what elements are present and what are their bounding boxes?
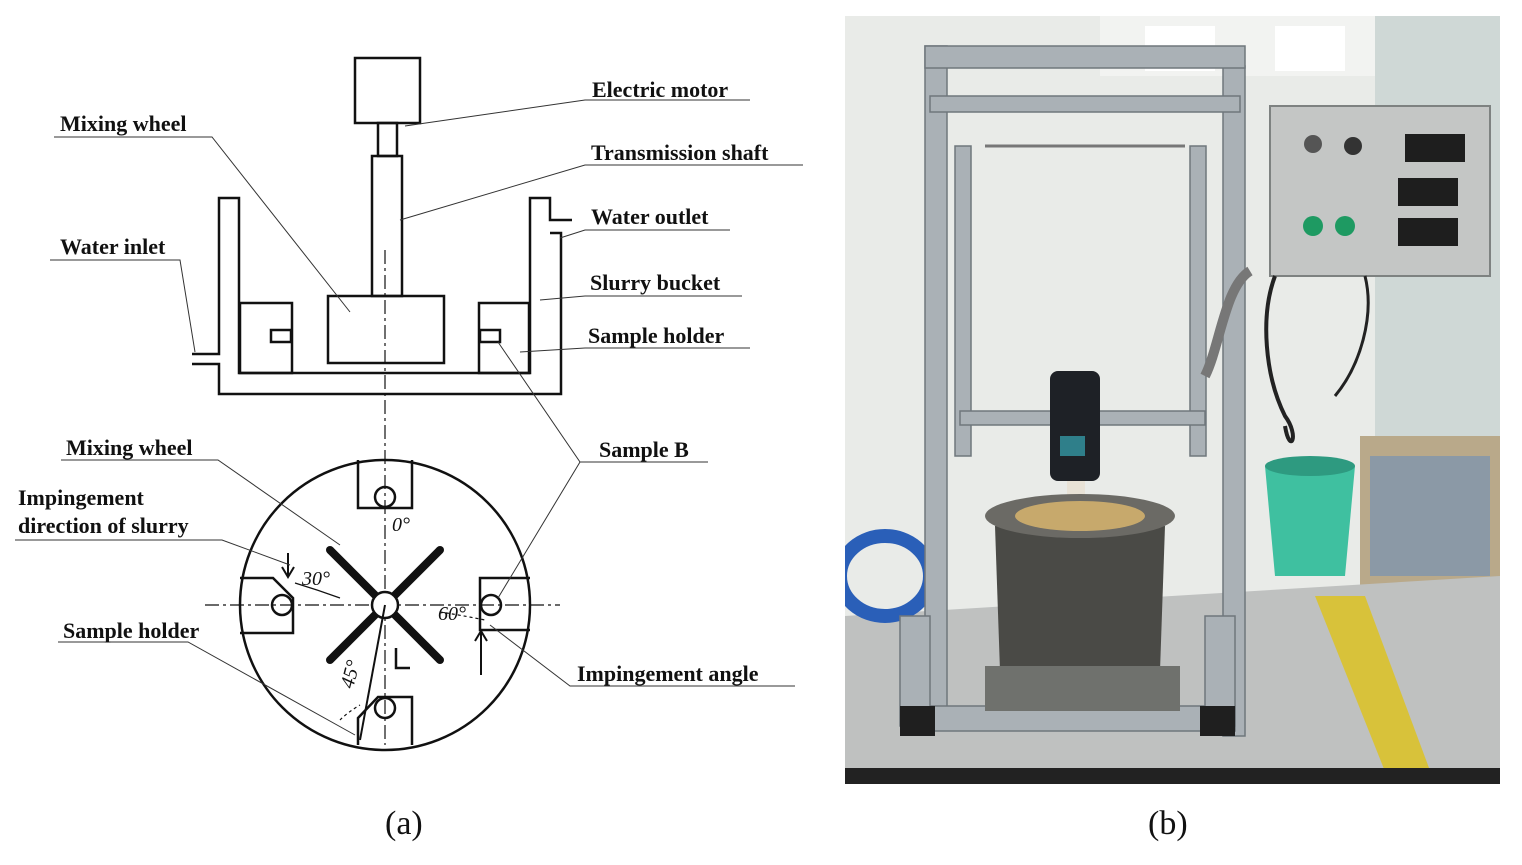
label-mixing-wheel-bottom: Mixing wheel	[66, 435, 193, 460]
photo-slurry-bucket	[995, 526, 1165, 671]
mixing-wheel-drawing	[326, 294, 446, 365]
label-sample-holder-bottom: Sample holder	[63, 618, 200, 643]
label-slurry-bucket: Slurry bucket	[590, 270, 721, 295]
angle-30: 30°	[301, 568, 330, 590]
caption-b: (b)	[1148, 805, 1188, 842]
motor-body	[353, 56, 422, 125]
apparatus-photo	[845, 16, 1500, 784]
label-mixing-wheel-top: Mixing wheel	[60, 111, 187, 136]
label-electric-motor: Electric motor	[592, 77, 728, 102]
label-transmission-shaft: Transmission shaft	[591, 140, 769, 165]
caption-a: (a)	[385, 805, 423, 842]
sample-holder-right-drawing	[477, 301, 531, 375]
angle-60: 60°	[438, 603, 466, 625]
label-impingement-direction-2: direction of slurry	[18, 513, 189, 538]
slurry-bucket-drawing	[192, 196, 572, 396]
label-water-inlet: Water inlet	[60, 234, 166, 259]
photo-motor	[1050, 371, 1100, 481]
label-impingement-direction-1: Impingement	[18, 485, 145, 510]
angle-0: 0°	[392, 514, 410, 536]
label-impingement-angle: Impingement angle	[577, 661, 759, 686]
schematic-diagram: Electric motor Mixing wheel Transmission…	[15, 56, 803, 752]
sample-holder-left-drawing	[238, 301, 294, 375]
angle-45: 45°	[336, 658, 364, 691]
label-water-outlet: Water outlet	[591, 204, 709, 229]
transmission-shaft-drawing	[370, 154, 404, 298]
label-sample-b: Sample B	[599, 437, 689, 462]
motor-neck	[376, 121, 399, 158]
top-view-circle	[238, 458, 532, 752]
label-sample-holder-top: Sample holder	[588, 323, 725, 348]
